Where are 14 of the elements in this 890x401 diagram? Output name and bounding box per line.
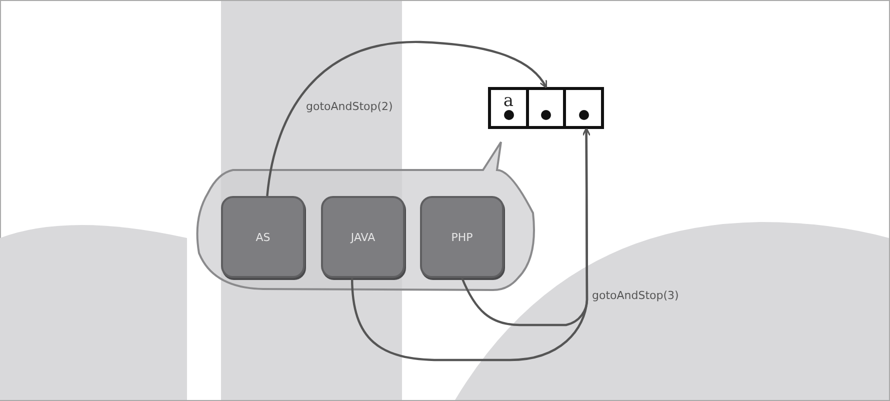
tile-label: AS	[256, 230, 270, 244]
program-tile	[321, 196, 405, 278]
frame-cell	[488, 87, 529, 129]
arrow	[461, 128, 591, 326]
frame-label: a	[503, 93, 514, 110]
tile-label: PHP	[451, 230, 473, 244]
frame-cell	[563, 87, 604, 129]
tile-label: JAVA	[350, 230, 376, 244]
edge-label: gotoAndStop(3)	[592, 289, 679, 302]
program-tile	[221, 196, 305, 278]
program-tile	[420, 196, 504, 278]
edge-label: gotoAndStop(2)	[306, 100, 393, 113]
frame-cell	[526, 87, 566, 129]
arrow	[266, 40, 548, 196]
